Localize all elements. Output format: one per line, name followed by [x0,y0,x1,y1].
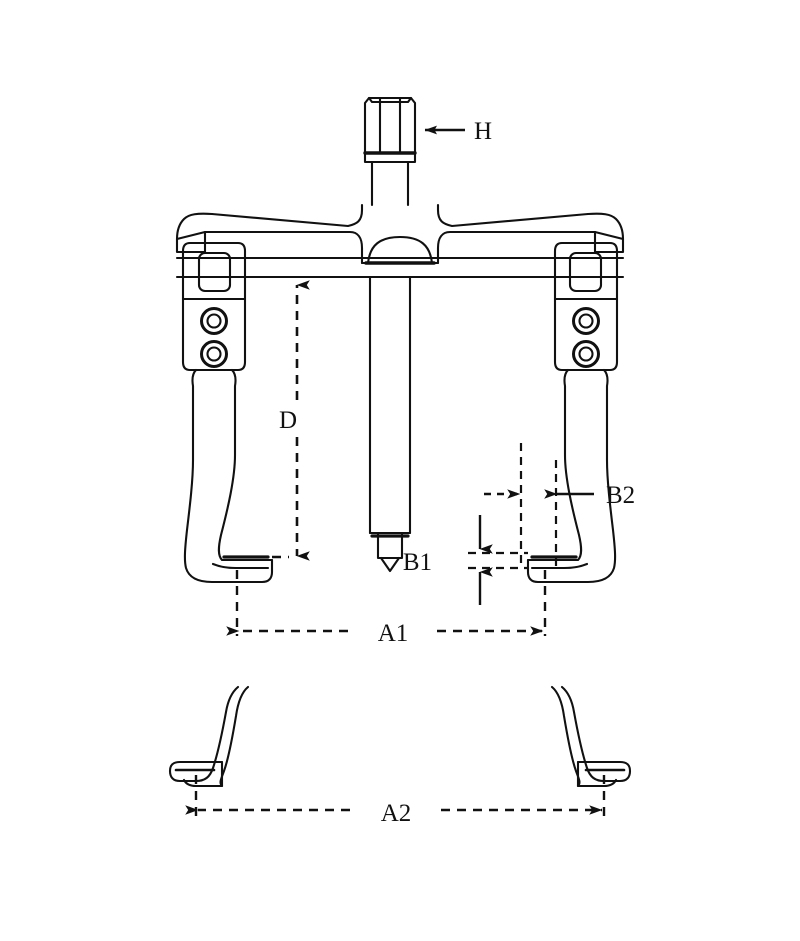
spindle [368,275,412,573]
leg-right-reversed [550,685,632,788]
dimension-D-label: D [279,407,297,434]
front-view [175,96,625,584]
dimension-B2: B2 [484,443,635,572]
bottom-view [168,685,632,788]
spindle-neck [370,160,410,207]
dimension-B1-label: B1 [403,549,432,576]
dimension-H: H [424,118,492,145]
dimension-A1: A1 [226,570,547,647]
hex-head [363,96,417,164]
leg-left-reversed [168,685,250,788]
slider-right [553,241,619,372]
dimension-A2: A2 [185,775,606,827]
dimension-A2-label: A2 [381,800,412,827]
dimension-B1: B1 [403,515,528,605]
dimension-B2-label: B2 [606,482,635,509]
dimension-D: D [240,280,310,561]
dimension-H-label: H [474,118,492,145]
dimension-A1-label: A1 [378,620,409,647]
slider-left [181,241,247,372]
slide-rail [175,256,625,279]
